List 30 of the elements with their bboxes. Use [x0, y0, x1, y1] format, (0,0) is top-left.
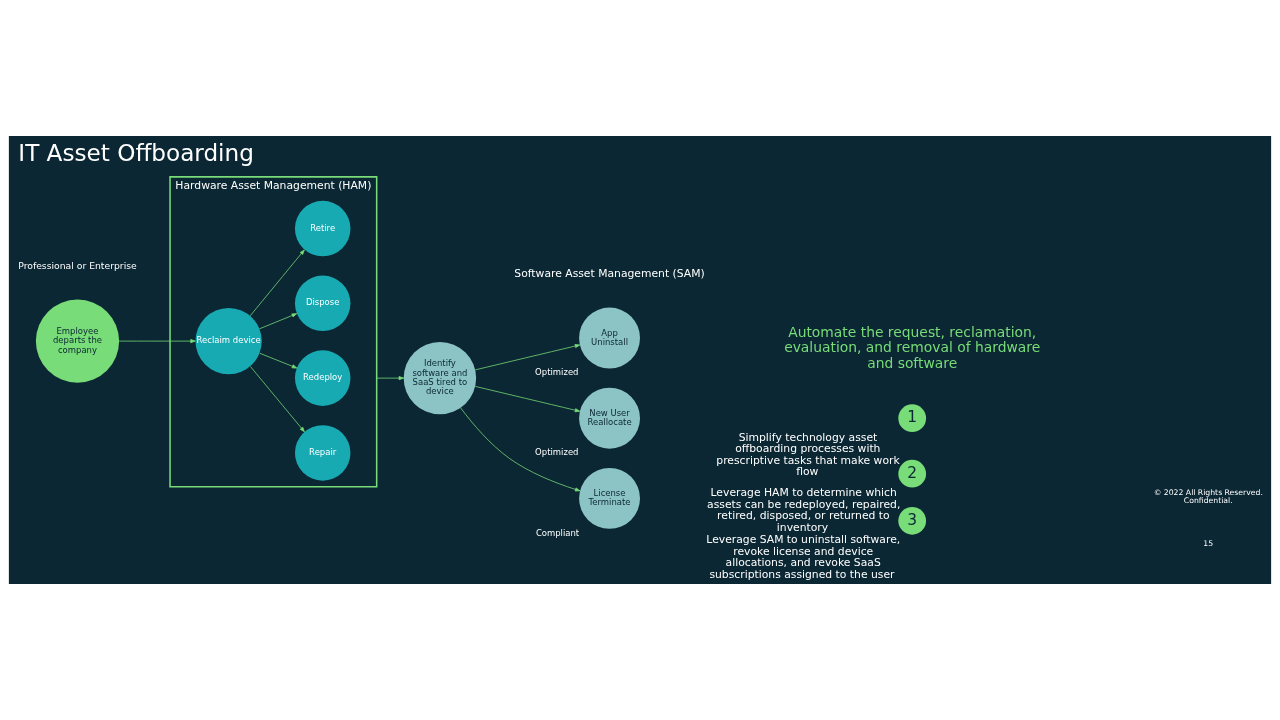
arrow [474, 344, 581, 371]
node-circle: Dispose [294, 275, 351, 332]
arrow [474, 386, 581, 413]
node-circle: License Terminate [579, 467, 640, 529]
node-circle: Reclaim device [195, 307, 262, 375]
arrow [250, 366, 305, 433]
node-circle: 1 [898, 404, 927, 433]
diagram-title: IT Asset Offboarding [18, 139, 254, 166]
node-label: Leverage HAM to determine which assets can be redeployed, repaired, retired, disposed, or returned to inventory [707, 486, 901, 534]
node-label: Optimized [535, 367, 579, 378]
label: Automate the request, reclamation, evaluation, and removal of hardware and software [784, 323, 1041, 371]
arrow [460, 407, 581, 492]
node-circle: App Uninstall [579, 307, 640, 369]
arrow [118, 339, 196, 344]
arrow [376, 376, 405, 381]
node-circle: Identify software and SaaS tired to device [403, 341, 477, 415]
node-label: Leverage SAM to uninstall software, revoke license and device allocations, and revoke SaaS subscriptions assigned to the user [706, 533, 901, 581]
arrow [259, 313, 298, 330]
node-circle: Redeploy [294, 350, 351, 406]
label: Professional or Enterprise [18, 259, 137, 271]
node-label: Optimized [535, 447, 579, 458]
label: © 2022 All Rights Reserved. Confidential. [1153, 487, 1263, 506]
node-label: Simplify technology asset offboarding processes with prescriptive tasks that make work flow [716, 430, 900, 479]
arrow [259, 352, 298, 369]
arrow [249, 249, 305, 317]
node-label: Compliant [535, 527, 580, 538]
node-circle: Employee departs the company [35, 299, 120, 383]
label: Software Asset Management (SAM) [514, 266, 705, 280]
node-circle: New User Reallocate [579, 387, 640, 449]
label: 15 [1203, 538, 1214, 548]
